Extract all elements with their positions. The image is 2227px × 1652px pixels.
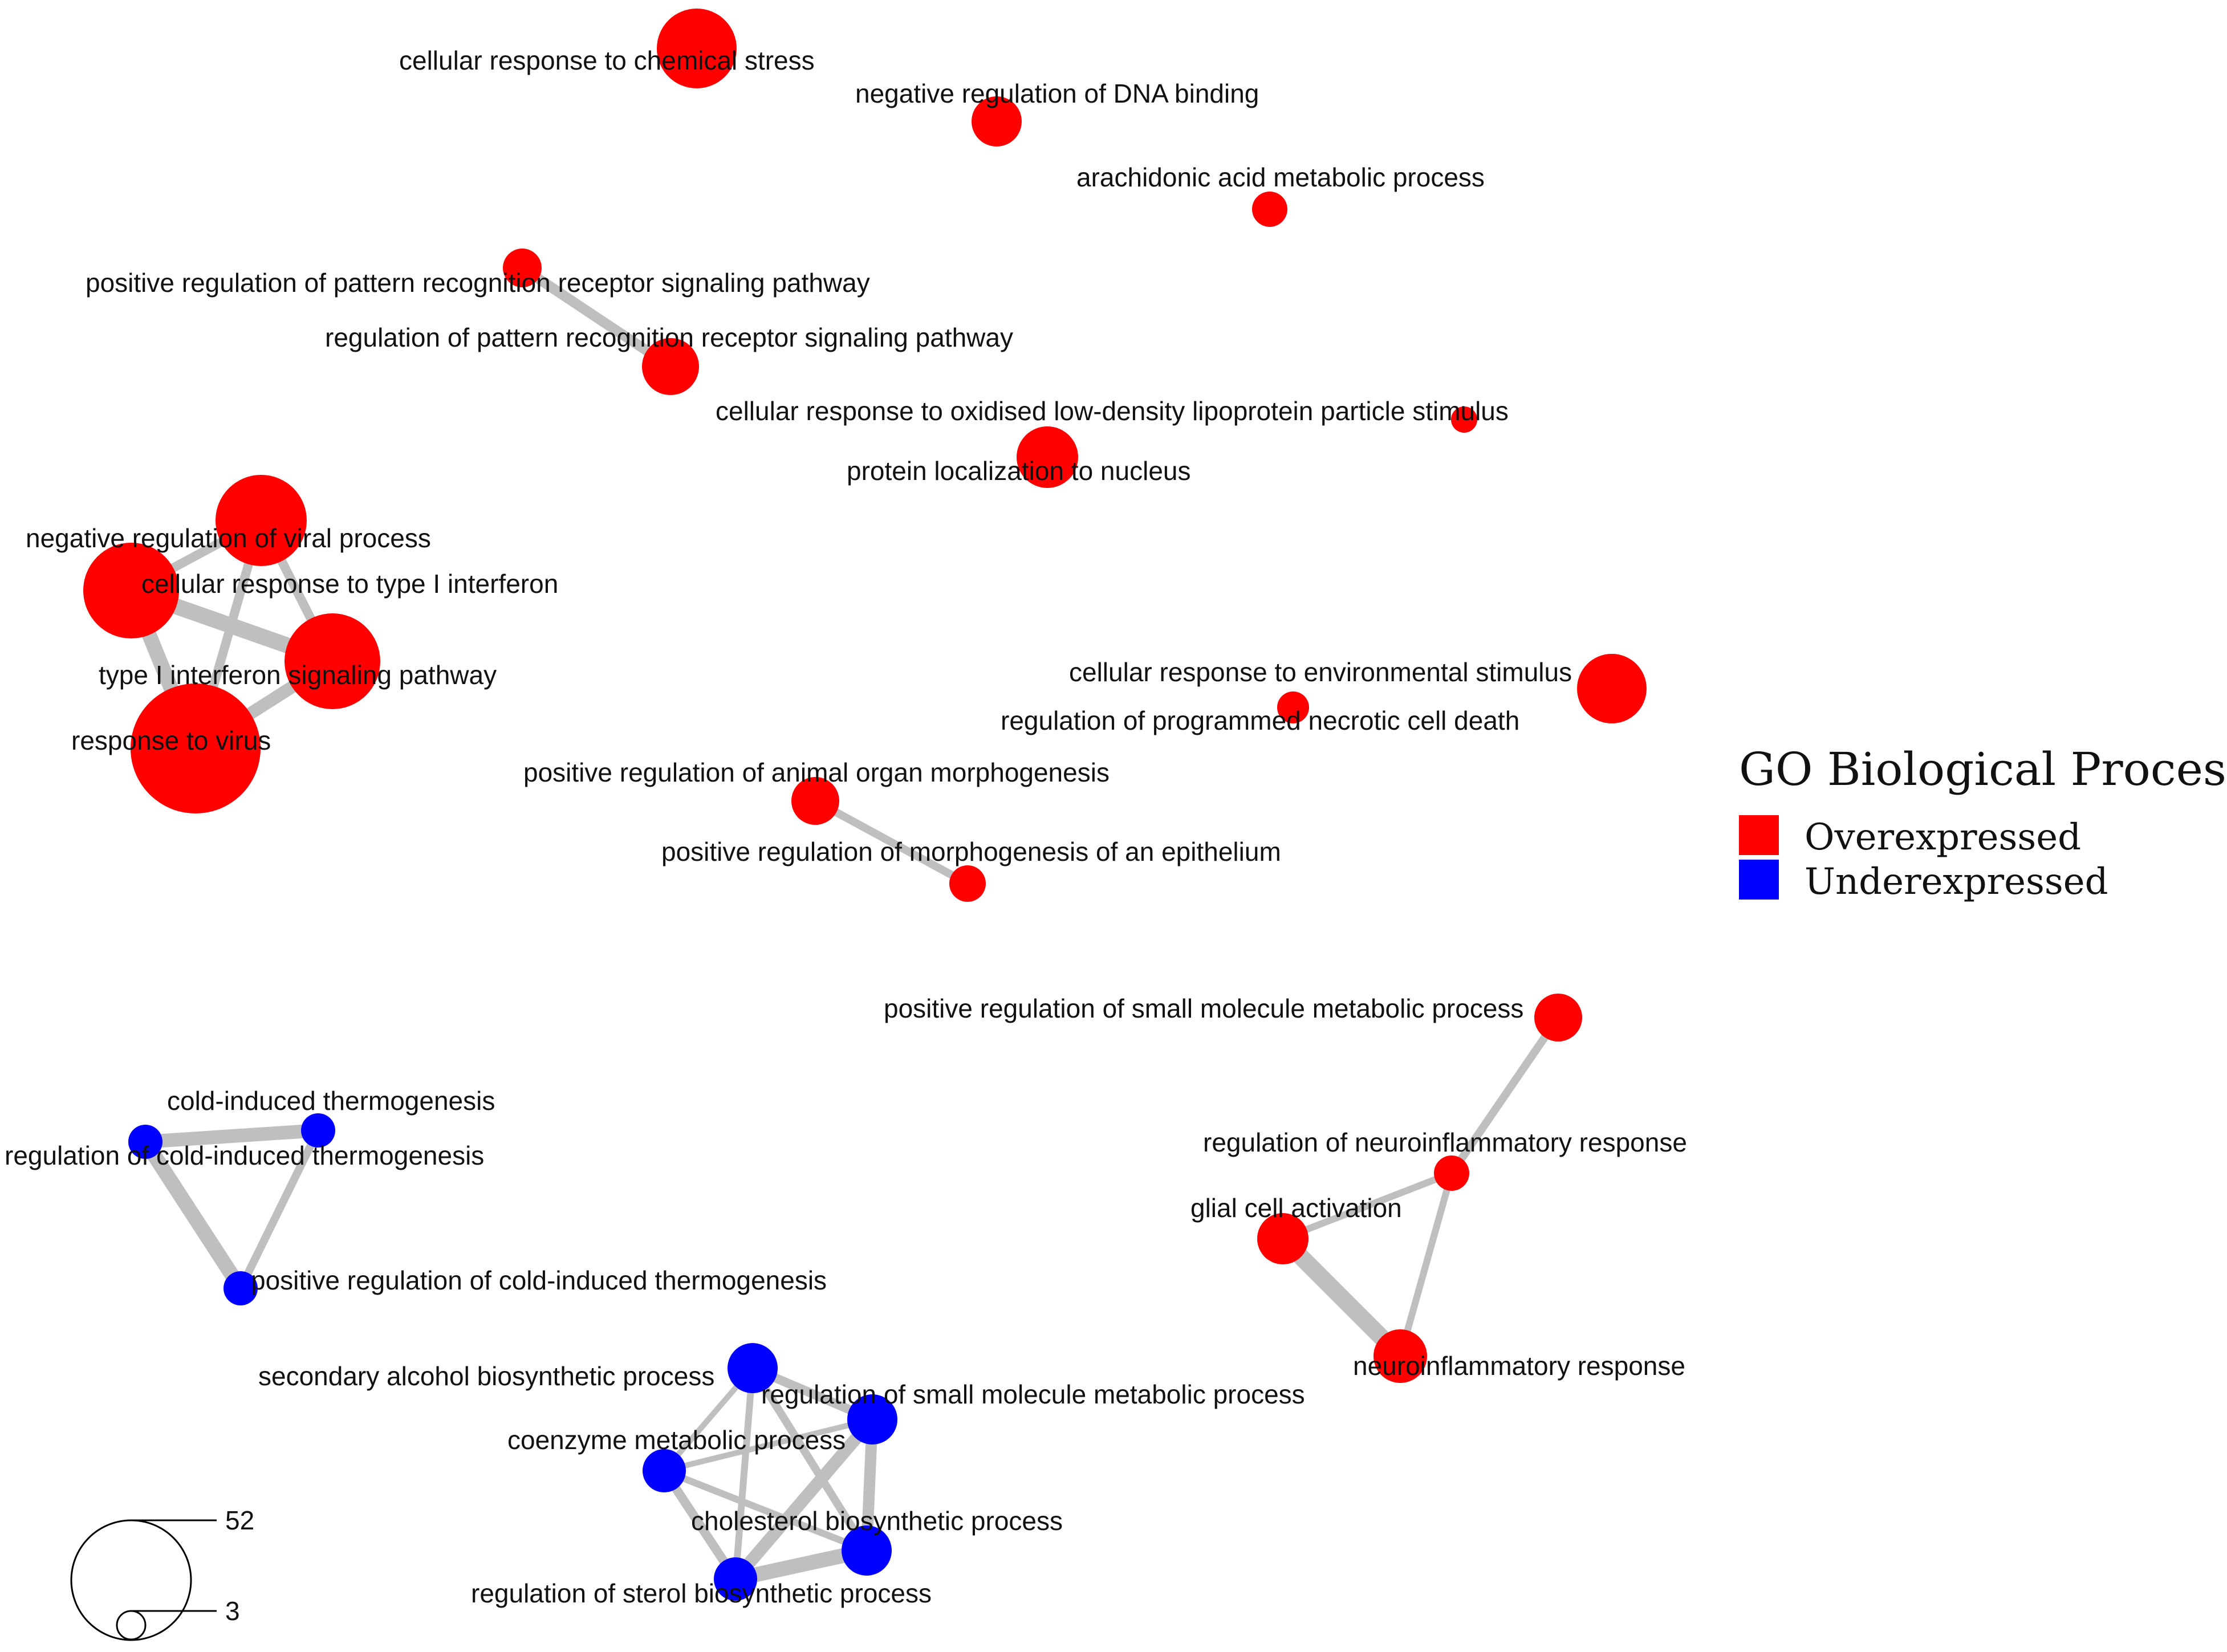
node-label-n7: protein localization to nucleus [847, 456, 1190, 486]
color-legend: GO Biological Process Overexpressed Unde… [1739, 743, 2227, 903]
size-legend-min-label: 3 [225, 1596, 240, 1626]
node-label-n26: cholesterol biosynthetic process [691, 1506, 1063, 1536]
node-label-n14: positive regulation of animal organ morp… [523, 758, 1110, 787]
node-label-n24: regulation of small molecule metabolic p… [761, 1380, 1305, 1409]
node-label-n20: cold-induced thermogenesis [167, 1086, 495, 1116]
node-n17 [1434, 1155, 1469, 1191]
node-n7 [1017, 426, 1078, 488]
node-label-n16: positive regulation of small molecule me… [884, 994, 1523, 1023]
node-label-n6: cellular response to oxidised low-densit… [716, 396, 1509, 426]
node-n15 [949, 865, 986, 902]
node-label-n8: negative regulation of viral process [26, 523, 431, 553]
node-label-n1: cellular response to chemical stress [399, 46, 815, 75]
node-n24 [847, 1394, 897, 1445]
edge-n25-n26 [661, 1467, 870, 1554]
node-n6 [1451, 406, 1477, 433]
edge-n18-n19 [1274, 1230, 1409, 1365]
node-n2 [972, 96, 1022, 147]
node-n13 [1277, 691, 1309, 723]
edge-n16-n17 [1448, 1014, 1562, 1177]
node-label-n5: regulation of pattern recognition recept… [325, 323, 1013, 352]
node-n18 [1257, 1213, 1308, 1264]
node-n5 [642, 338, 699, 395]
node-label-n11: response to virus [71, 726, 271, 755]
node-n21 [128, 1125, 162, 1159]
edge-n17-n18 [1279, 1170, 1455, 1242]
size-legend-large-circle [70, 1519, 192, 1641]
node-layer [83, 9, 1647, 1601]
node-n22 [223, 1271, 258, 1305]
node-label-n25: coenzyme metabolic process [507, 1425, 846, 1455]
node-n23 [728, 1343, 778, 1393]
legend-swatch-overexpressed [1739, 815, 1779, 855]
node-label-n13: regulation of programmed necrotic cell d… [1001, 706, 1519, 735]
node-n20 [301, 1113, 335, 1148]
node-label-n4: positive regulation of pattern recogniti… [86, 268, 870, 298]
size-legend: 52 3 [70, 1505, 254, 1641]
edge-n20-n21 [139, 1124, 325, 1149]
node-label-n10: type I interferon signaling pathway [99, 660, 497, 690]
node-n10 [285, 613, 380, 709]
node-label-n27: regulation of sterol biosynthetic proces… [471, 1578, 932, 1608]
edge-n14-n15 [811, 797, 972, 888]
node-n9 [83, 543, 179, 638]
edge-n21-n22 [138, 1134, 248, 1296]
edge-n20-n22 [237, 1126, 322, 1292]
edge-n24-n27 [729, 1413, 879, 1585]
legend-title: GO Biological Process [1739, 743, 2227, 796]
node-label-n9: cellular response to type I interferon [141, 569, 558, 599]
size-legend-small-circle [116, 1610, 147, 1641]
edge-n17-n19 [1397, 1170, 1455, 1360]
node-n25 [643, 1449, 686, 1492]
legend-swatch-underexpressed [1739, 860, 1779, 900]
node-n3 [1252, 192, 1287, 227]
node-label-n3: arachidonic acid metabolic process [1076, 162, 1485, 192]
node-label-n23: secondary alcohol biosynthetic process [258, 1361, 714, 1391]
node-label-n12: cellular response to environmental stimu… [1069, 657, 1572, 687]
node-n1 [657, 9, 737, 88]
node-n19 [1373, 1329, 1427, 1383]
edge-n23-n27 [732, 1365, 756, 1582]
node-label-n21: regulation of cold-induced thermogenesis [5, 1141, 484, 1170]
legend-label-underexpressed: Underexpressed [1805, 861, 2108, 903]
node-label-n15: positive regulation of morphogenesis of … [661, 837, 1281, 866]
node-label-n2: negative regulation of DNA binding [855, 79, 1259, 108]
edge-n4-n5 [517, 263, 676, 372]
legend-label-overexpressed: Overexpressed [1805, 816, 2081, 858]
node-label-n22: positive regulation of cold-induced ther… [251, 1266, 827, 1295]
node-n26 [842, 1525, 892, 1576]
edge-n23-n26 [749, 1364, 871, 1555]
label-layer: cellular response to chemical stress nega… [5, 46, 1687, 1608]
node-n16 [1534, 994, 1582, 1041]
size-legend-max-label: 52 [225, 1505, 254, 1535]
node-n8 [216, 475, 307, 566]
node-n11 [131, 683, 261, 813]
node-label-n17: regulation of neuroinflammatory response [1203, 1128, 1687, 1157]
node-n27 [714, 1557, 757, 1601]
node-n4 [503, 249, 542, 287]
node-label-n18: glial cell activation [1190, 1193, 1402, 1223]
node-label-n19: neuroinflammatory response [1353, 1351, 1685, 1381]
node-n14 [791, 777, 839, 825]
edge-n24-n25 [661, 1417, 875, 1474]
node-n12 [1577, 654, 1647, 723]
